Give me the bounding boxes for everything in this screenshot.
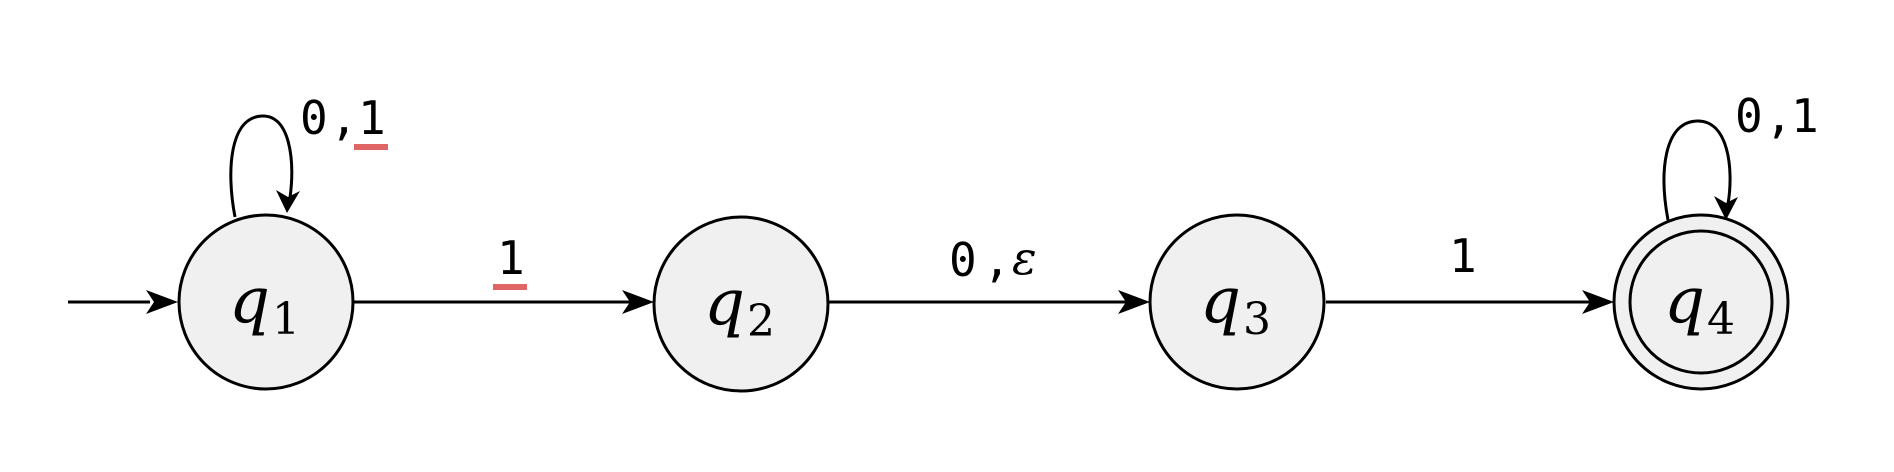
accept-ring [1628,229,1774,375]
state-q3-subscript: 3 [1243,294,1271,345]
state-q2-symbol: q [704,266,745,340]
label-q1-q1-part-2: 1 [358,91,386,145]
label-q1-q1-part-0: 0 [300,91,328,145]
label-q3-q4: 1 [1449,229,1477,283]
transition-q1-q1 [229,114,300,218]
state-q3-symbol: q [1200,264,1241,338]
label-q4-q4-part-2: 1 [1791,89,1819,143]
transition-q4-q4 [1662,119,1738,221]
transition-q2-q3 [829,290,1150,314]
label-q1-q1-part-1: , [330,91,358,145]
highlight-underline [354,144,388,150]
state-q2-subscript: 2 [747,296,775,347]
label-q2-q3-part-1: , [983,233,1011,287]
transition-q1-q2 [354,290,654,314]
label-q3-q4-part-0: 1 [1449,229,1477,283]
state-q1-symbol: q [229,264,270,338]
label-q2-q3-part-0: 0 [949,233,977,287]
label-q2-q3: 0 , ε [949,231,1037,287]
label-q1-q2: 1 [493,231,527,290]
state-q3: q 3 [1148,213,1326,391]
state-q4-subscript: 4 [1707,294,1735,345]
label-q4-q4-part-0: 0 [1735,89,1763,143]
label-q1-q1: 0 , 1 [300,91,388,150]
label-q4-q4-part-1: , [1765,89,1793,143]
state-q4: q 4 [1612,213,1790,391]
start-arrow [68,290,178,314]
transition-q3-q4 [1326,290,1614,314]
label-q1-q2-part-0: 1 [497,231,525,285]
state-q4-symbol: q [1664,264,1705,338]
state-q1: q 1 [177,213,355,391]
label-q2-q3-part-2: ε [1012,231,1037,285]
state-q2: q 2 [652,215,830,393]
label-q4-q4: 0 , 1 [1735,89,1819,143]
state-q1-subscript: 1 [272,294,300,345]
highlight-underline [493,284,527,290]
